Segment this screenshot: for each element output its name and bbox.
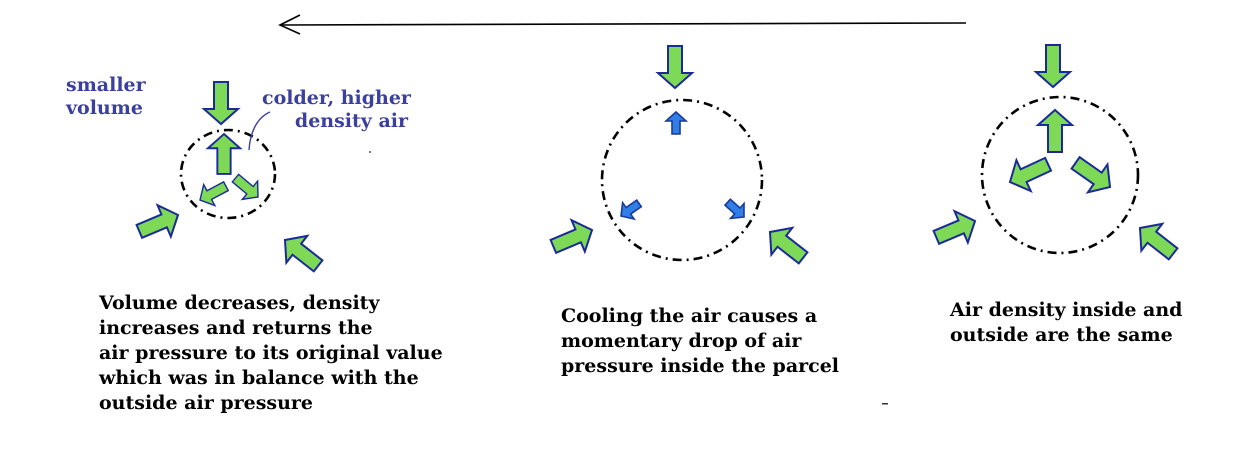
caption-middle-line: momentary drop of air xyxy=(561,330,802,352)
green-arrow-icon xyxy=(203,81,239,125)
left-parcel xyxy=(131,81,330,281)
colder-line-2: density air xyxy=(294,110,408,132)
smaller-volume-label: smaller volume xyxy=(66,74,146,120)
caption-middle: Cooling the air causes a momentary drop … xyxy=(561,304,839,379)
smaller-line-2: volume xyxy=(66,97,143,119)
green-arrow-icon xyxy=(131,198,186,249)
colder-line-1: colder, higher xyxy=(262,87,411,109)
parcel-circle-icon xyxy=(600,98,764,262)
green-arrow-icon xyxy=(227,168,267,207)
green-arrow-icon xyxy=(273,225,330,281)
blue-arrow-icon xyxy=(665,111,687,135)
parcel-circle-icon xyxy=(179,128,277,220)
label-pointer-icon xyxy=(248,111,271,151)
time-arrow-icon xyxy=(278,14,967,35)
green-arrow-icon xyxy=(193,174,233,212)
caption-left-line: outside air pressure xyxy=(99,392,314,414)
green-arrow-icon xyxy=(758,217,815,273)
colder-denser-label: colder, higher density air xyxy=(262,87,411,133)
blue-arrow-icon xyxy=(614,194,646,225)
caption-left-line: air pressure to its original value xyxy=(99,342,443,364)
caption-left-line: Volume decreases, density xyxy=(99,292,380,314)
caption-right: Air density inside and outside are the s… xyxy=(950,298,1182,348)
caption-middle-line: pressure inside the parcel xyxy=(561,355,840,377)
blue-arrow-icon xyxy=(720,194,752,226)
green-arrow-icon xyxy=(545,213,600,264)
green-arrow-icon xyxy=(206,133,242,175)
caption-left-line: increases and returns the xyxy=(99,317,373,339)
green-arrow-icon xyxy=(1064,147,1121,202)
green-arrow-icon xyxy=(928,204,983,255)
green-arrow-icon xyxy=(657,45,693,89)
green-arrow-icon xyxy=(1128,213,1185,269)
green-arrow-icon xyxy=(1037,109,1073,153)
middle-parcel xyxy=(545,45,815,273)
smaller-line-1: smaller xyxy=(66,74,146,96)
caption-right-line: Air density inside and xyxy=(950,299,1183,321)
green-arrow-icon xyxy=(1035,44,1071,88)
caption-right-line: outside are the same xyxy=(950,324,1173,346)
caption-left: Volume decreases, density increases and … xyxy=(99,291,443,416)
green-arrow-icon xyxy=(1001,147,1057,199)
parcel-circle-icon xyxy=(980,95,1140,255)
caption-middle-line: Cooling the air causes a xyxy=(561,305,818,327)
caption-left-line: which was in balance with the xyxy=(99,367,419,389)
right-parcel xyxy=(928,44,1185,269)
